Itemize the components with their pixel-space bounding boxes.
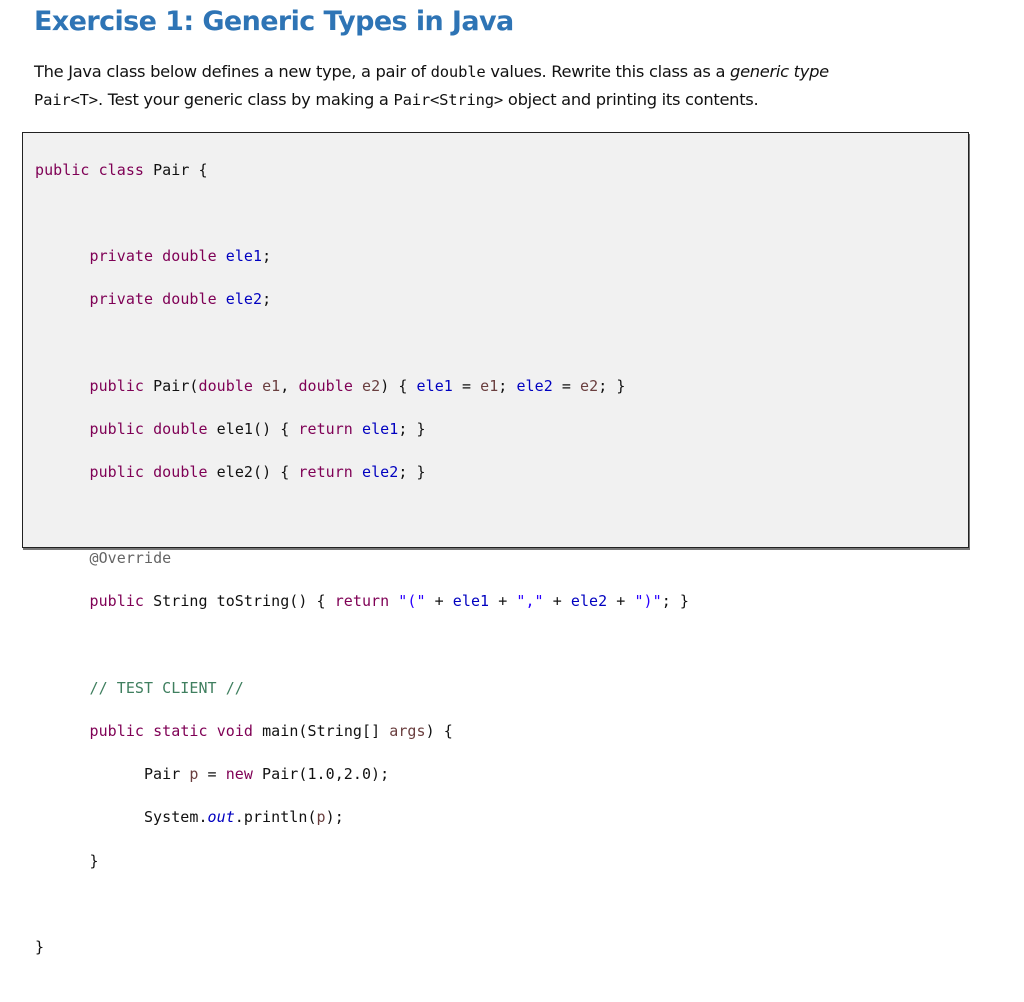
code-line-1: public class Pair { [35,160,208,179]
code-block: public class Pair { private double ele1;… [22,132,969,956]
code-line-8: public double ele2() { return ele2; } [89,462,426,481]
desc-text-2: values. Rewrite this class as a [485,62,731,81]
desc-text-4: object and printing its contents. [503,90,759,109]
code-line-2 [35,203,689,225]
code-line-12 [35,635,689,657]
code-line-9 [35,505,689,527]
desc-emphasis-generic-type: generic type [730,62,829,81]
java-code: public class Pair { private double ele1;… [35,138,689,1002]
desc-code-pair-string: Pair<String> [393,91,504,109]
code-line-16: System.out.println(p); [35,808,344,827]
exercise-description: The Java class below defines a new type,… [34,58,994,114]
code-line-4: private double ele2; [89,290,272,309]
desc-text-3: . Test your generic class by making a [97,90,394,109]
code-line-7: public double ele1() { return ele1; } [89,419,426,438]
code-line-6: public Pair(double e1, double e2) { ele1… [89,376,626,395]
code-line-11: public String toString() { return "(" + … [89,592,689,611]
desc-code-pair-t: Pair<T> [34,91,98,109]
desc-code-double: double [430,63,486,81]
code-line-3: private double ele1; [89,246,272,265]
code-line-17: } [35,851,99,870]
code-line-15: Pair p = new Pair(1.0,2.0); [35,765,390,784]
desc-text-1: The Java class below defines a new type,… [34,62,431,81]
code-line-13: // TEST CLIENT // [89,678,244,697]
code-line-18 [35,894,689,916]
code-line-5 [35,332,689,354]
code-line-14: public static void main(String[] args) { [89,722,453,741]
code-line-19: } [35,937,45,956]
exercise-title: Exercise 1: Generic Types in Java [34,6,514,37]
code-line-10: @Override [89,549,172,568]
